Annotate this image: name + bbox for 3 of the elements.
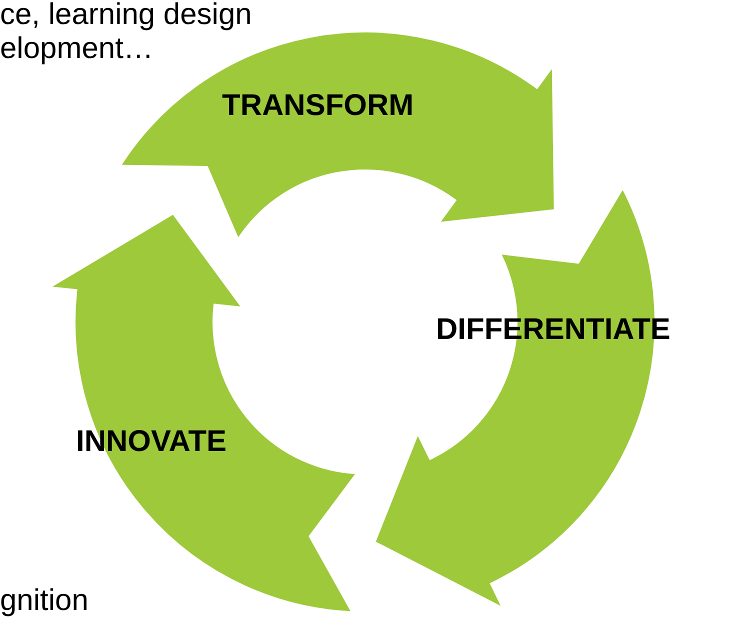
note-text: gnition [0, 584, 90, 618]
note-text: ce, learning design elopment… [0, 0, 253, 66]
stage-label: TRANSFORM [222, 88, 414, 124]
